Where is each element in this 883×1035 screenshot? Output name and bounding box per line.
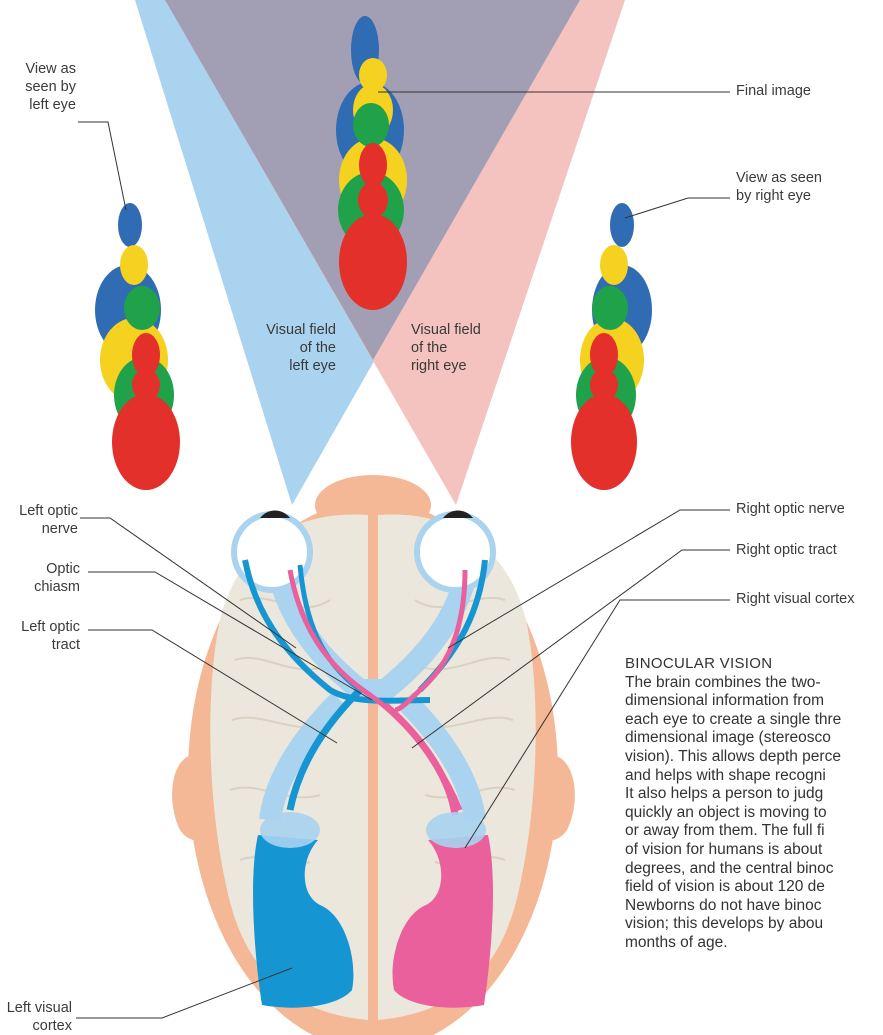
- binocular-vision-line: dimensional information from: [625, 692, 883, 711]
- binocular-vision-line: Newborns do not have binoc: [625, 897, 883, 916]
- binocular-vision-body: The brain combines the two-dimensional i…: [625, 674, 883, 953]
- binocular-vision-line: vision; this develops by abou: [625, 915, 883, 934]
- binocular-vision-line: It also helps a person to judg: [625, 785, 883, 804]
- binocular-vision-line: or away from them. The full fi: [625, 822, 883, 841]
- label-right-optic-nerve: Right optic nerve: [736, 500, 845, 518]
- binocular-vision-line: degrees, and the central binoc: [625, 860, 883, 879]
- binocular-vision-line: field of vision is about 120 de: [625, 878, 883, 897]
- binocular-vision-line: months of age.: [625, 934, 883, 953]
- binocular-vision-line: vision). This allows depth perce: [625, 748, 883, 767]
- binocular-vision-line: each eye to create a single thre: [625, 711, 883, 730]
- leader-left-eye-view: [78, 122, 126, 210]
- label-right-visual-cortex: Right visual cortex: [736, 590, 854, 608]
- leader-right-eye-view: [625, 198, 730, 218]
- binocular-vision-line: of vision for humans is about: [625, 841, 883, 860]
- binocular-vision-line: quickly an object is moving to: [625, 804, 883, 823]
- binocular-vision-line: The brain combines the two-: [625, 674, 883, 693]
- label-right-optic-tract: Right optic tract: [736, 541, 837, 559]
- left-eye-view-pins: [95, 203, 180, 490]
- left-eyeball: [234, 514, 310, 590]
- binocular-vision-line: dimensional image (stereosco: [625, 729, 883, 748]
- binocular-vision-title: BINOCULAR VISION: [625, 655, 883, 674]
- label-final-image: Final image: [736, 82, 811, 100]
- right-eye-view-pins: [571, 203, 652, 490]
- binocular-vision-text: BINOCULAR VISION The brain combines the …: [625, 655, 883, 953]
- binocular-vision-line: and helps with shape recogni: [625, 767, 883, 786]
